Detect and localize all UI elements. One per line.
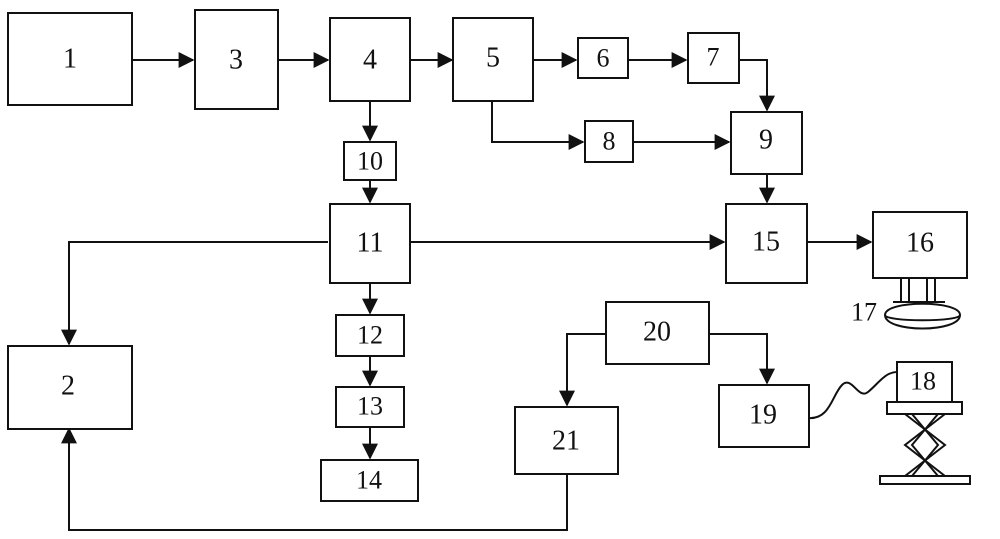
camera-label: 18: [910, 367, 936, 396]
block-3: 3: [194, 9, 279, 110]
camera-tripod: [879, 361, 971, 485]
block-9: 9: [730, 111, 803, 175]
block-label: 9: [759, 125, 773, 156]
block-label: 2: [61, 371, 75, 402]
lamp-label: 17: [851, 298, 877, 327]
block-2: 2: [7, 345, 133, 430]
block-6: 6: [577, 37, 629, 79]
cable-19-to-18: [807, 371, 898, 420]
block-label: 16: [906, 228, 934, 259]
arrow-11-to-2: [61, 241, 328, 346]
block-14: 14: [320, 459, 419, 502]
block-label: 7: [707, 43, 720, 72]
block-21: 21: [514, 406, 619, 475]
block-label: 4: [363, 45, 377, 76]
block-7: 7: [687, 32, 740, 84]
block-1: 1: [7, 12, 133, 106]
block-label: 3: [229, 45, 243, 76]
block-8: 8: [584, 120, 634, 163]
block-label: 20: [643, 317, 671, 348]
arrow-21-to-2: [61, 427, 568, 531]
block-label: 21: [552, 426, 580, 457]
arrow-20-to-19: [709, 333, 775, 385]
block-4: 4: [329, 17, 411, 102]
block-label: 10: [357, 147, 383, 176]
block-label: 19: [749, 400, 777, 431]
arrow-5-to-8: [491, 101, 585, 150]
arrow-7-to-9: [739, 59, 775, 112]
block-label: 13: [357, 392, 383, 421]
block-5: 5: [452, 17, 534, 102]
block-label: 14: [356, 466, 382, 495]
block-label: 11: [357, 228, 384, 259]
block-15: 15: [725, 203, 808, 284]
block-label: 5: [486, 43, 500, 74]
block-13: 13: [335, 386, 405, 428]
block-10: 10: [343, 141, 397, 181]
block-16-monitor: 16: [872, 211, 968, 279]
block-20: 20: [605, 301, 710, 365]
block-19: 19: [718, 384, 810, 448]
block-label: 15: [752, 227, 780, 258]
block-label: 8: [603, 127, 616, 156]
arrow-20-to-21: [559, 333, 606, 407]
block-label: 6: [597, 44, 610, 73]
block-12: 12: [335, 314, 405, 357]
block-label: 1: [63, 44, 77, 75]
block-11: 11: [329, 203, 411, 284]
connectors: [61, 52, 898, 531]
monitor-stand-lamp: [883, 278, 962, 330]
block-label: 12: [357, 321, 383, 350]
